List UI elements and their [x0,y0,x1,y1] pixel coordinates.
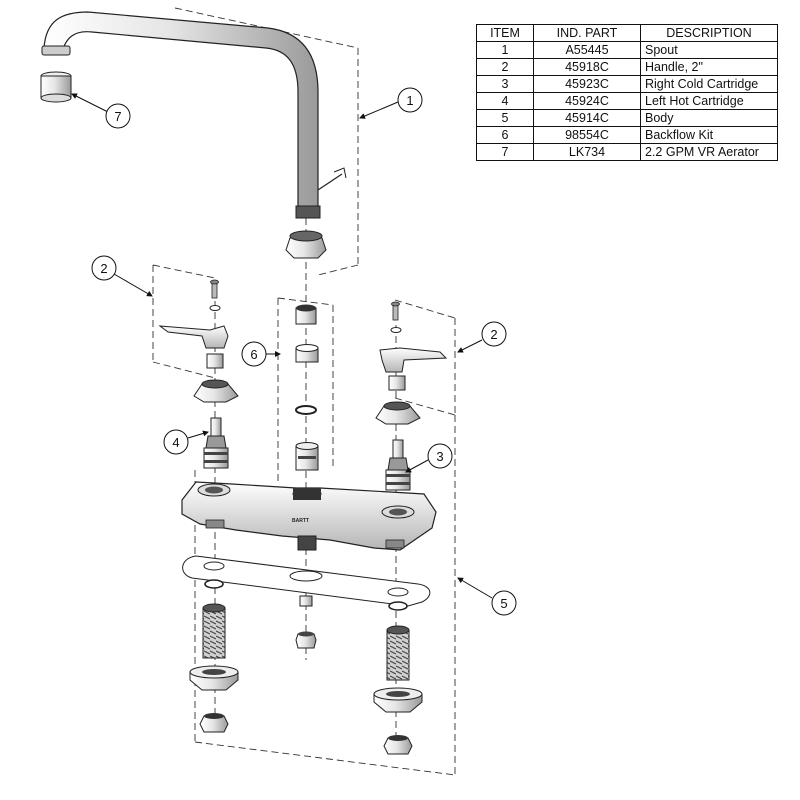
spout-nut [285,230,327,259]
callout-number: 6 [250,347,257,362]
callout-number: 4 [172,435,179,450]
left-supply-shank [189,579,239,733]
deck-gasket [182,555,431,607]
left-hot-cartridge [203,417,229,469]
callout-number: 1 [406,93,413,108]
faucet-body: BARTT [181,481,437,551]
part-number: 98554C [533,126,641,144]
callout-number: 2 [100,261,107,276]
part-description: Left Hot Cartridge [640,92,778,110]
table-row: 3 45923C Right Cold Cartridge [476,75,778,93]
callout-number: 2 [490,327,497,342]
right-cold-cartridge [385,439,411,491]
table-row: 2 45918C Handle, 2" [476,58,778,76]
right-supply-shank [373,601,423,755]
spout [41,11,347,219]
callout-number: 7 [114,109,121,124]
body-brand-mark: BARTT [292,518,309,524]
part-number: LK734 [533,143,641,161]
table-row: 6 98554C Backflow Kit [476,126,778,144]
parts-list-table: ITEM IND. PART DESCRIPTION 1 A55445 Spou… [476,24,778,161]
backflow-kit [295,304,319,471]
callout-left-handle: 2 [91,255,153,297]
aerator [40,71,72,103]
callout-aerator: 7 [71,93,131,129]
callout-left-cartridge: 4 [163,429,209,455]
callout-number: 3 [436,449,443,464]
callout-right-handle: 2 [457,321,507,353]
callout-body: 5 [457,577,517,616]
callout-right-cartridge: 3 [405,443,453,473]
right-handle-assembly [375,301,448,425]
center-fittings [295,595,317,649]
callout-spout: 1 [359,87,423,119]
callout-number: 5 [500,596,507,611]
callout-backflow-kit: 6 [241,341,281,367]
table-row: 7 LK734 2.2 GPM VR Aerator [476,143,778,161]
part-description: 2.2 GPM VR Aerator [640,143,778,161]
table-row: 5 45914C Body [476,109,778,127]
part-description: Handle, 2" [640,58,778,76]
left-handle-assembly [158,279,239,403]
